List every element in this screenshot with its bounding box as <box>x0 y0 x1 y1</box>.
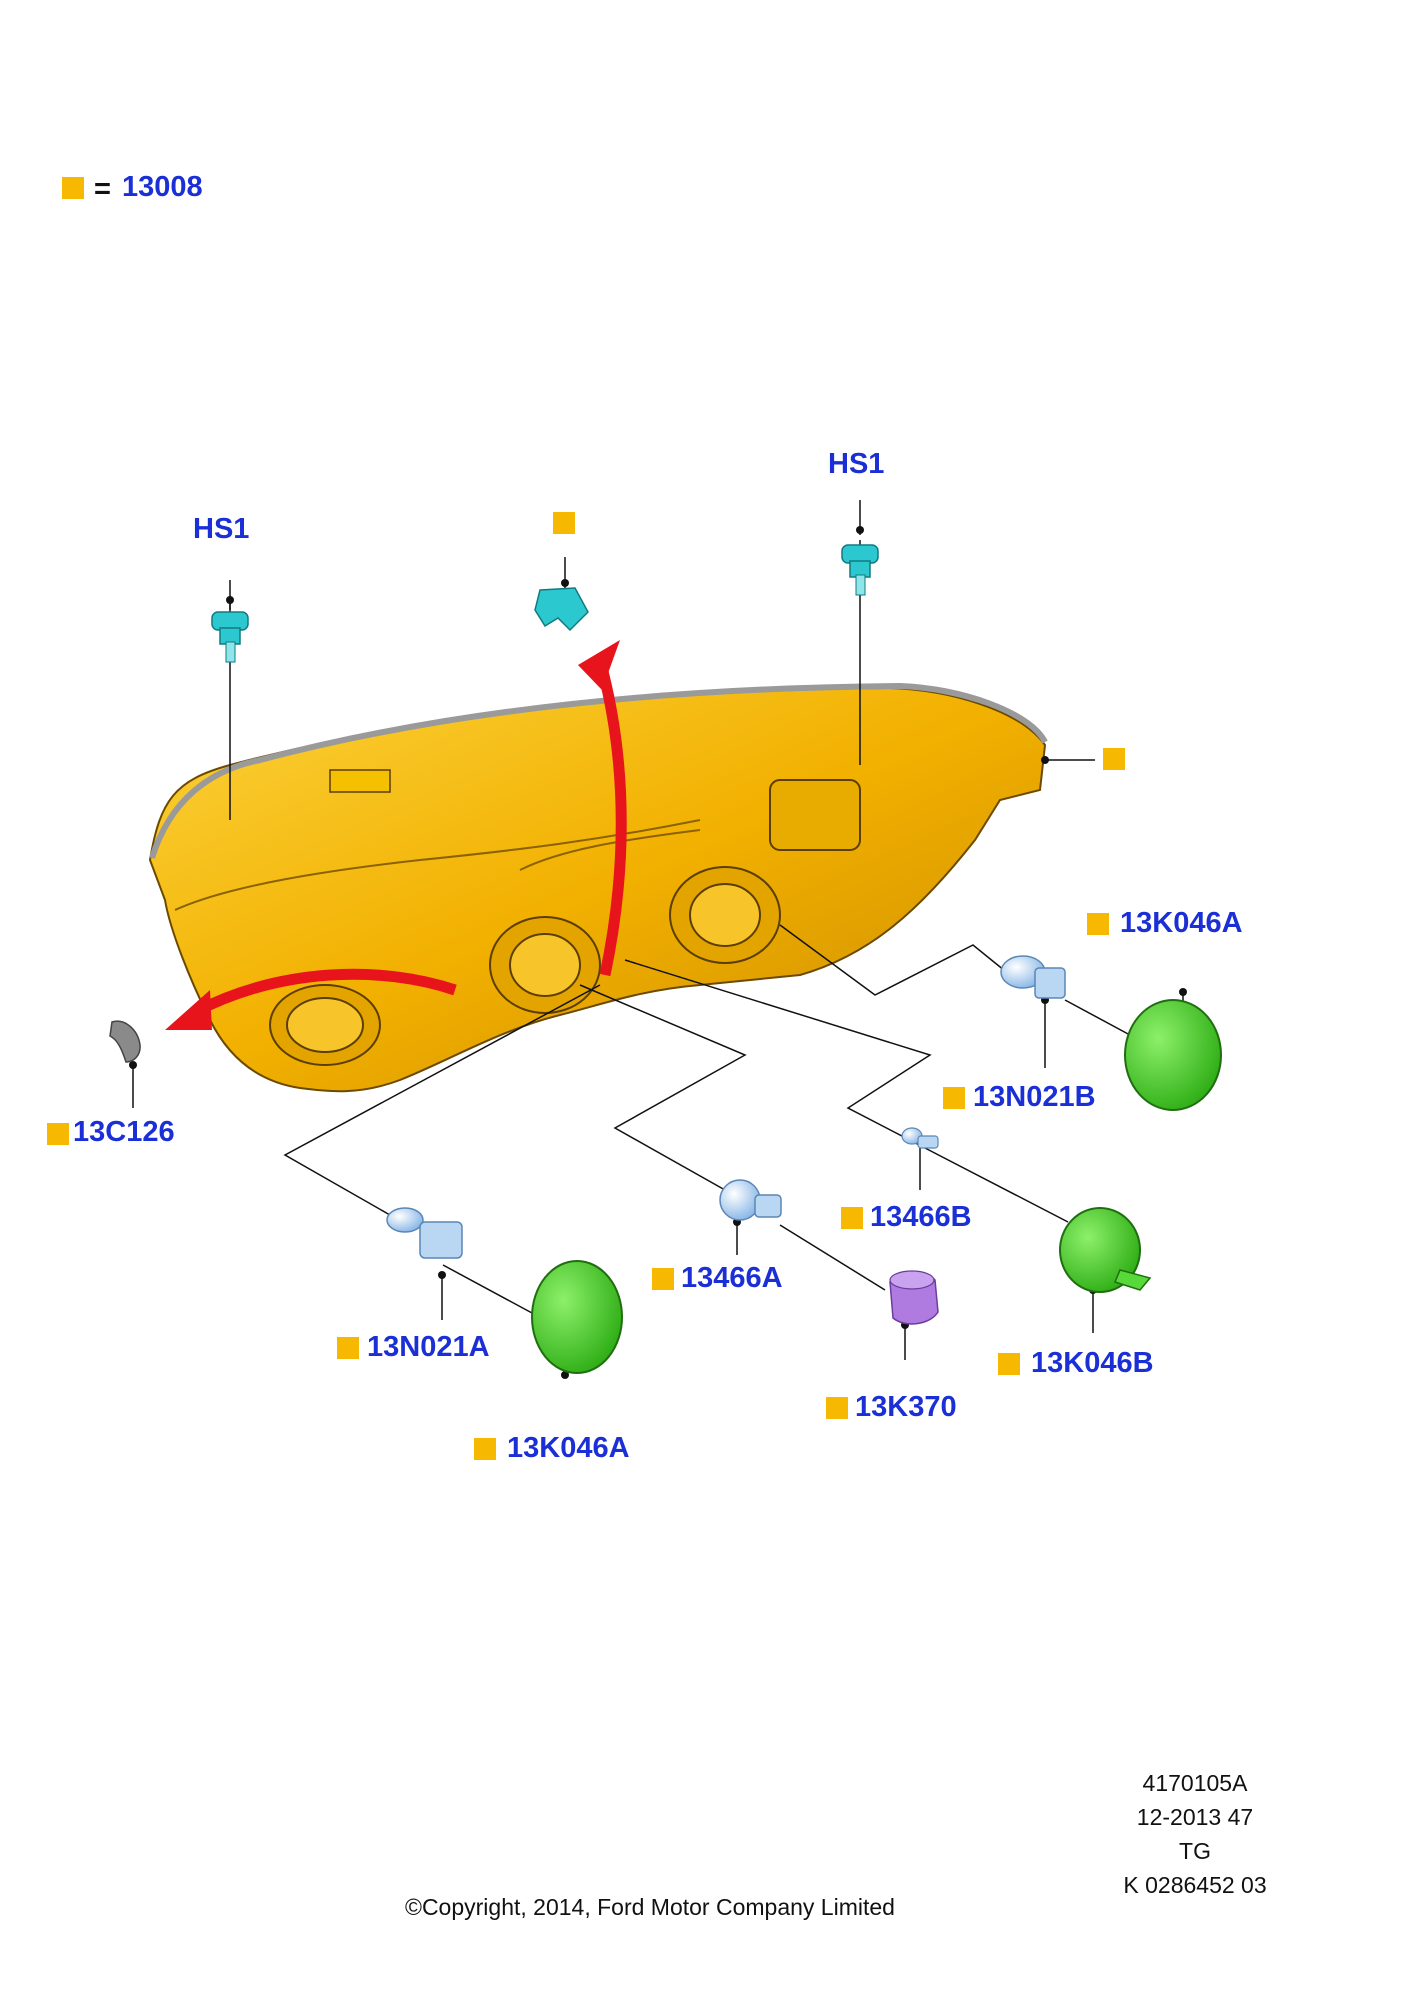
label-13k370: 13K370 <box>855 1391 957 1423</box>
label-hs1-right: HS1 <box>828 448 885 480</box>
socket-13k370-icon <box>889 1270 939 1325</box>
reference-code-4: K 0286452 03 <box>1123 1872 1267 1898</box>
cap-13k046a-bottom-icon <box>531 1260 623 1374</box>
arrow-up <box>594 658 627 977</box>
marker-13466b <box>841 1207 863 1229</box>
cap-13k046b-icon <box>1059 1207 1152 1293</box>
marker-13k046a-top <box>1087 913 1109 935</box>
reference-code-3: TG <box>1179 1838 1211 1864</box>
label-13466b: 13466B <box>870 1201 972 1233</box>
marker-13k046a-bottom <box>474 1438 496 1460</box>
arrow-left <box>192 968 457 1017</box>
cap-13k046a-top-icon <box>1124 999 1222 1111</box>
legend-equals: = <box>94 173 111 205</box>
headlamp-housing <box>148 682 1048 1093</box>
marker-13466a <box>652 1268 674 1290</box>
hs1-clip-left-icon <box>211 611 249 663</box>
label-hs1-left: HS1 <box>193 513 250 545</box>
removal-arrows <box>165 640 627 1030</box>
retaining-clip-top-icon <box>534 587 589 632</box>
label-13n021a: 13N021A <box>367 1331 490 1363</box>
marker-clip-top <box>553 512 575 534</box>
marker-13k046b <box>998 1353 1020 1375</box>
legend-marker <box>62 177 84 199</box>
bulb-13466a-icon <box>719 1179 782 1221</box>
marker-13c126 <box>47 1123 69 1145</box>
label-13c126: 13C126 <box>73 1116 175 1148</box>
leader-lines <box>132 500 1184 1360</box>
marker-13n021a <box>337 1337 359 1359</box>
reference-code-2: 12-2013 47 <box>1136 1804 1254 1830</box>
copyright-notice: ©Copyright, 2014, Ford Motor Company Lim… <box>405 1894 895 1920</box>
hs1-clip-right-icon <box>841 544 879 596</box>
label-13n021b: 13N021B <box>973 1081 1096 1113</box>
arrow-left-head <box>165 990 212 1030</box>
label-13k046a-bottom: 13K046A <box>507 1432 630 1464</box>
label-13k046a-top: 13K046A <box>1120 907 1243 939</box>
reference-code-1: 4170105A <box>1142 1770 1248 1796</box>
arrow-up-head <box>578 640 620 690</box>
connector-13c126-icon <box>109 1020 141 1063</box>
marker-13n021b <box>943 1087 965 1109</box>
marker-housing-right <box>1103 748 1125 770</box>
legend-part-number: 13008 <box>122 171 203 203</box>
bulb-13466b-icon <box>901 1127 939 1149</box>
label-13466a: 13466A <box>681 1262 783 1294</box>
bulb-13n021b-icon <box>1000 955 1066 999</box>
label-13k046b: 13K046B <box>1031 1347 1154 1379</box>
bulb-13n021a-icon <box>386 1207 463 1259</box>
marker-13k370 <box>826 1397 848 1419</box>
